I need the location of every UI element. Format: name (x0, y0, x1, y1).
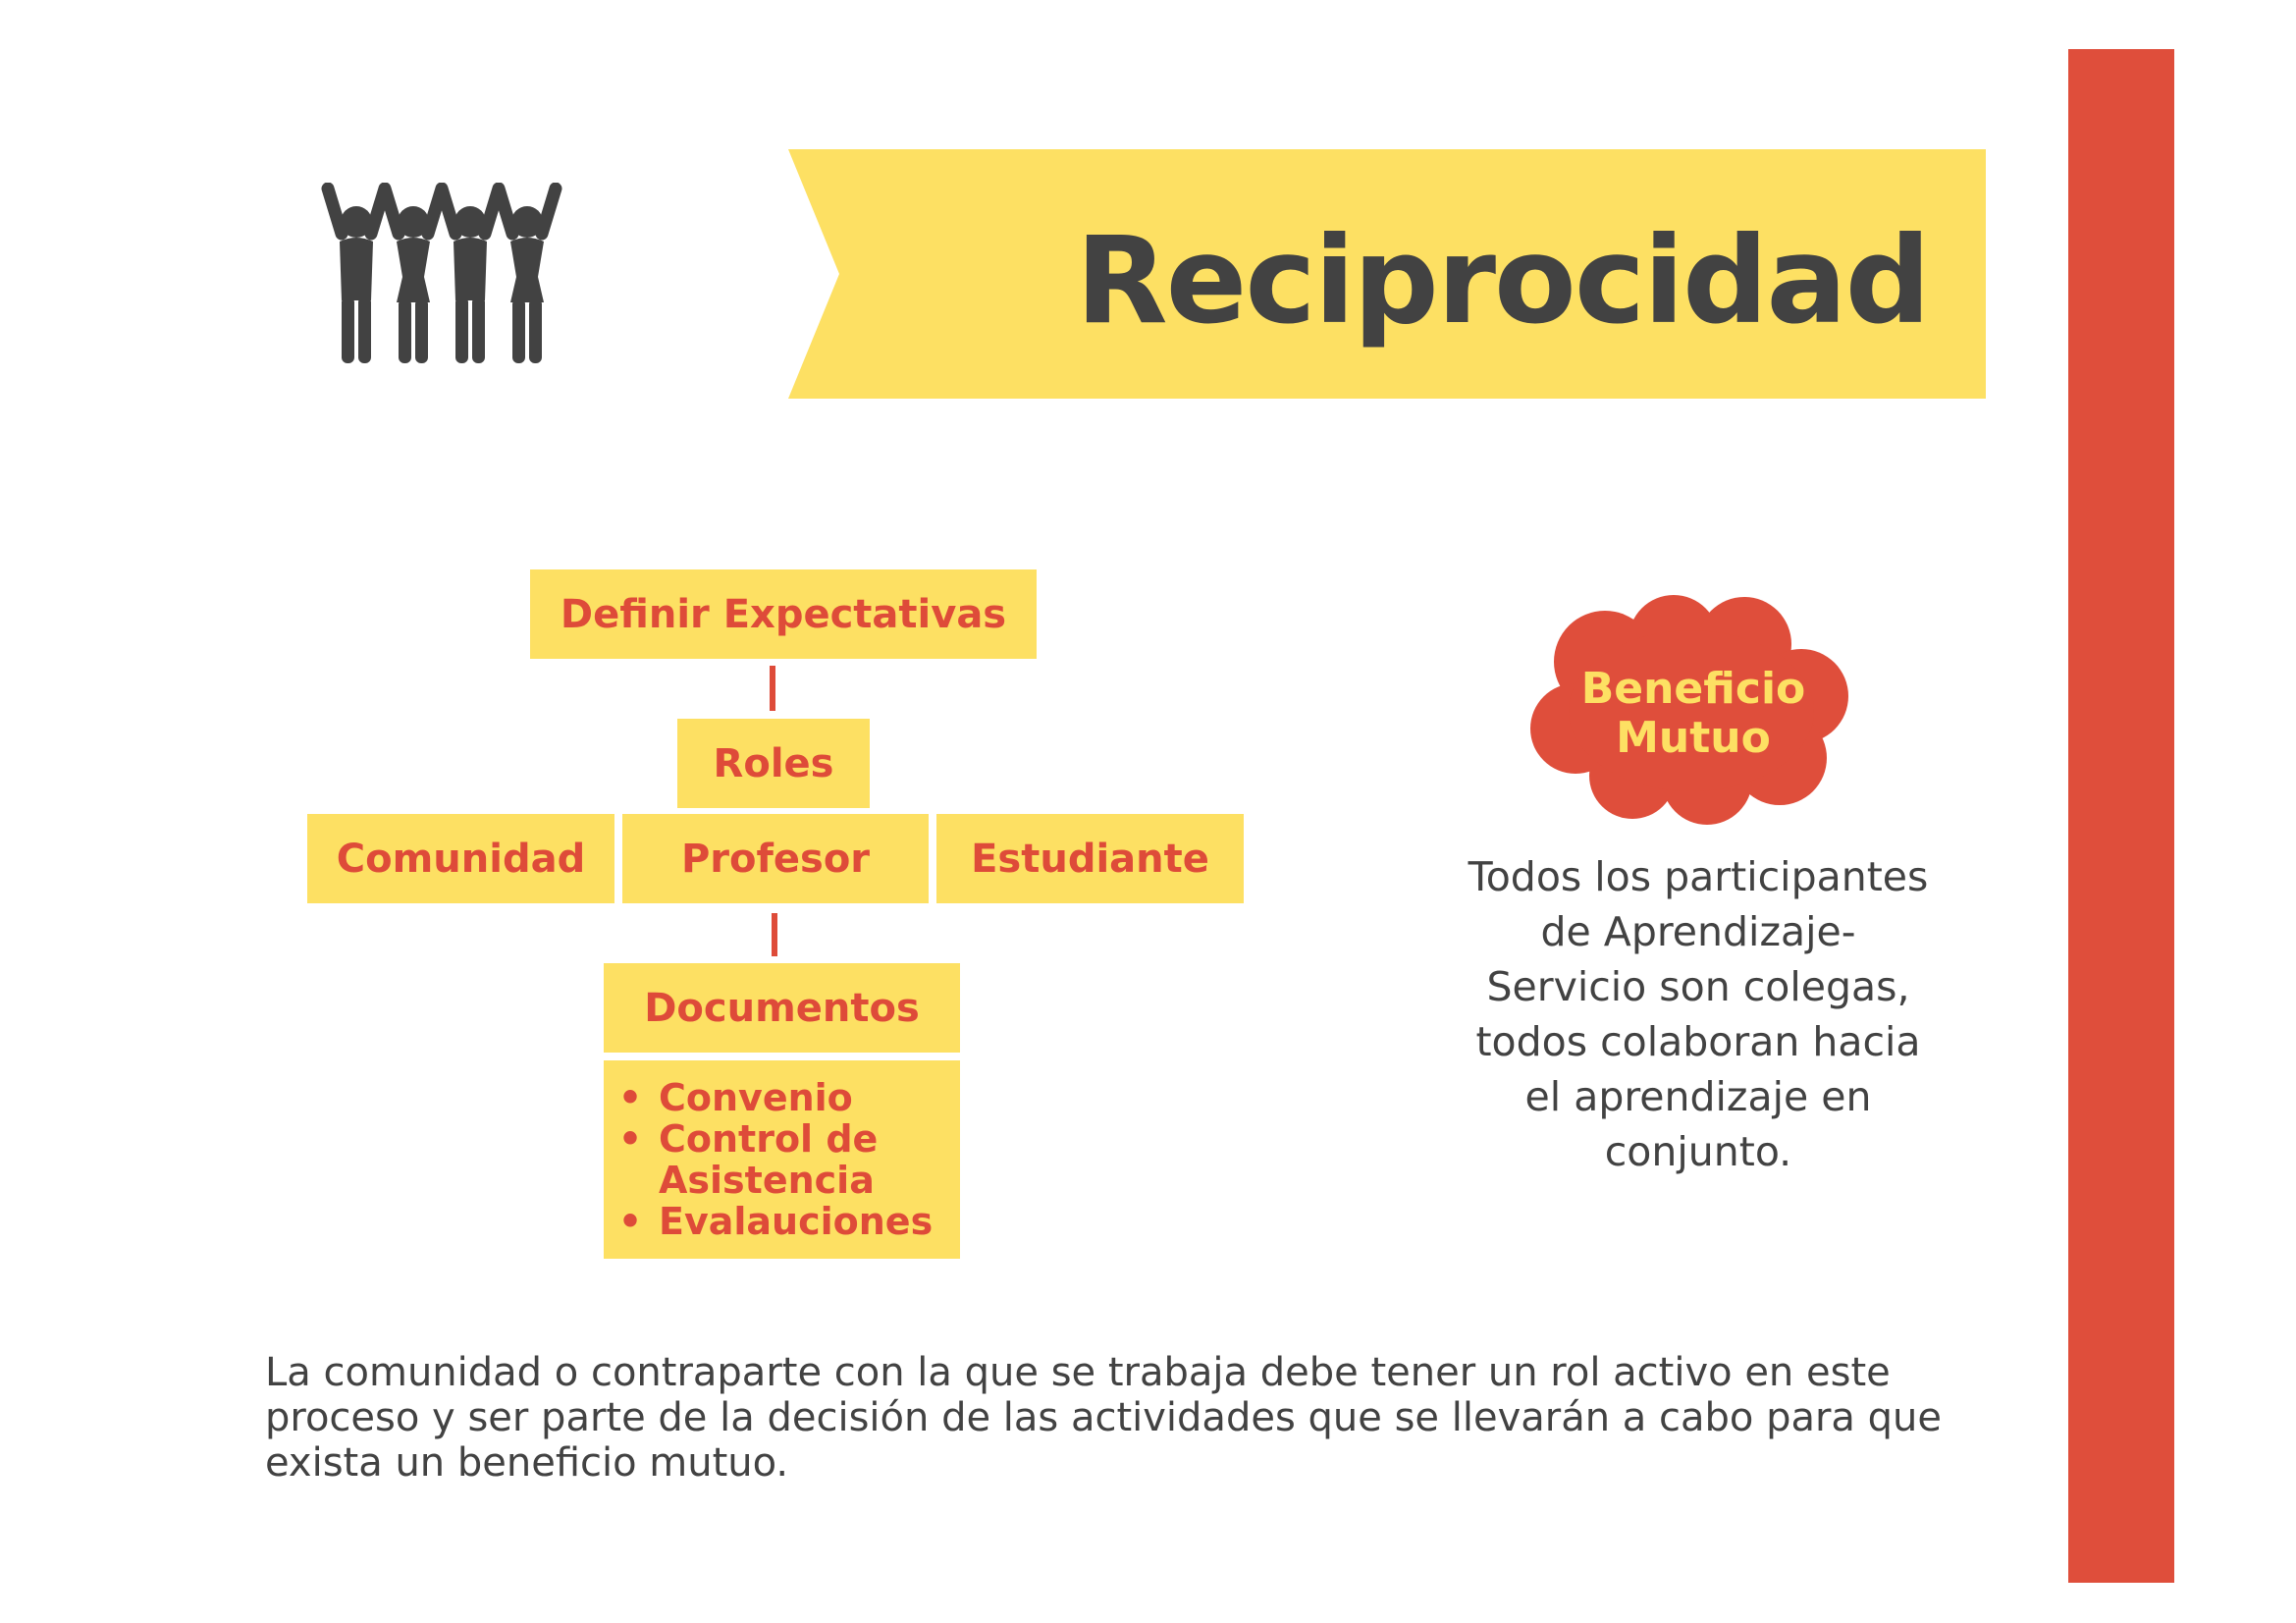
cloud-label: Beneficio Mutuo (1526, 660, 1860, 768)
cloud-shape (1530, 595, 1848, 825)
cloud-label-line: Beneficio (1580, 664, 1806, 714)
text-line: proceso y ser parte de la decisión de la… (265, 1395, 1943, 1440)
text-line: de Aprendizaje- (1540, 908, 1856, 955)
list-item: •Convenio (615, 1077, 960, 1118)
estudiante-box: Estudiante (936, 814, 1244, 903)
cloud-label-line: Mutuo (1616, 713, 1771, 763)
comunidad-box: Comunidad (307, 814, 614, 903)
text-line: todos colaboran hacia (1475, 1018, 1921, 1065)
roles-box: Roles (677, 719, 870, 808)
documentos-box: Documentos (604, 963, 960, 1053)
text-line: La comunidad o contraparte con la que se… (265, 1350, 1891, 1395)
page-title: Reciprocidad (1075, 211, 1931, 351)
bullet-icon: • (617, 1076, 643, 1119)
list-item: •Control de Asistencia (615, 1118, 960, 1201)
text-line: Servicio son colegas, (1486, 963, 1910, 1010)
text-line: el aprendizaje en (1524, 1073, 1872, 1120)
people-holding-hands-icon (321, 183, 562, 363)
bottom-description: La comunidad o contraparte con la que se… (265, 1350, 2032, 1486)
text-line: conjunto. (1604, 1128, 1792, 1175)
text-line: exista un beneficio mutuo. (265, 1440, 789, 1486)
bullet-icon: • (617, 1200, 643, 1243)
list-item: •Evalauciones (615, 1201, 960, 1242)
definir-expectativas-box: Definir Expectativas (530, 569, 1037, 659)
documentos-list-box: •Convenio •Control de Asistencia •Evalau… (604, 1060, 960, 1259)
side-accent-bar (2068, 49, 2174, 1583)
connector-line (772, 913, 777, 956)
documentos-list: •Convenio •Control de Asistencia •Evalau… (615, 1077, 960, 1242)
title-banner (788, 149, 1986, 399)
text-line: Todos los participantes (1468, 853, 1929, 900)
bullet-icon: • (617, 1117, 643, 1161)
profesor-box: Profesor (622, 814, 929, 903)
connector-line (770, 666, 775, 711)
side-description: Todos los participantes de Aprendizaje- … (1423, 849, 1973, 1179)
